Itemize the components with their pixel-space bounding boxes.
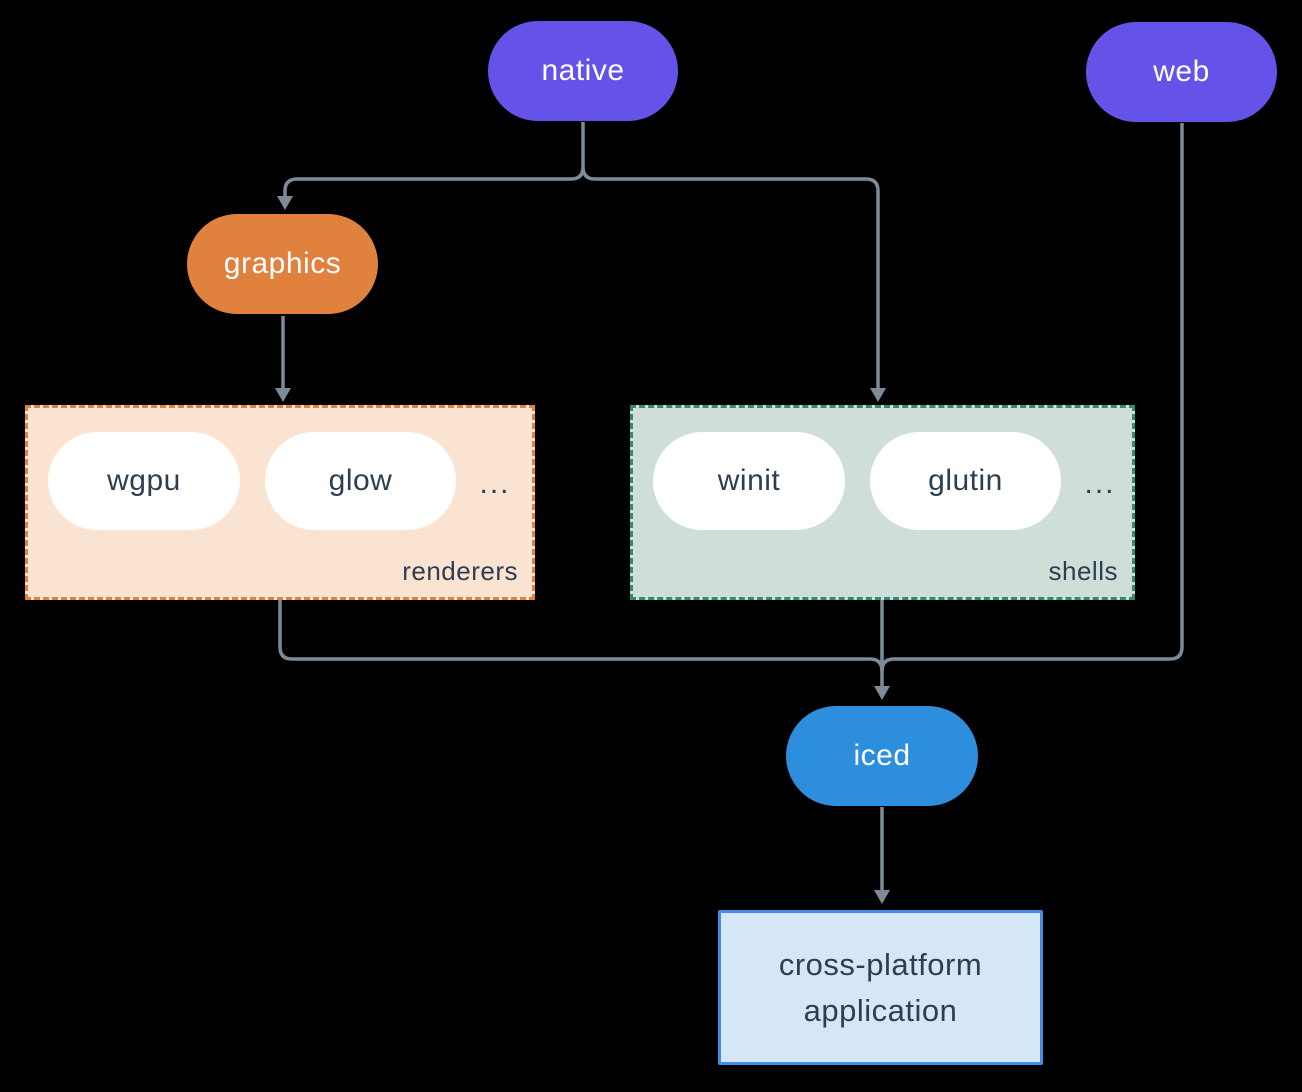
app-label-line2: application (803, 992, 958, 1028)
edge-native-shells (581, 166, 880, 388)
shells-ellipsis: ... (1084, 467, 1116, 500)
arrowhead-into-iced (874, 686, 890, 700)
node-web: web (1086, 22, 1277, 122)
node-cross-platform-application: cross-platform application (718, 910, 1043, 1065)
node-iced: iced (786, 706, 978, 806)
app-label-line1: cross-platform (778, 946, 983, 982)
group-shells: winit glutin ... shells (630, 405, 1135, 600)
node-graphics-label: graphics (223, 247, 342, 280)
node-graphics: graphics (187, 214, 378, 314)
arrowhead-into-graphics (277, 196, 293, 210)
node-glutin-label: glutin (928, 464, 1003, 497)
group-renderers: wgpu glow ... renderers (25, 405, 535, 600)
edge-native-graphics (283, 166, 585, 197)
node-winit: winit (653, 432, 845, 530)
node-wgpu: wgpu (48, 432, 240, 530)
renderers-group-label: renderers (402, 556, 518, 586)
arrowhead-into-renderers (275, 388, 291, 402)
node-wgpu-label: wgpu (107, 464, 181, 497)
node-native-label: native (541, 54, 625, 87)
node-glutin: glutin (870, 432, 1061, 530)
edge-renderers-iced (278, 599, 884, 672)
shells-group-label: shells (1048, 556, 1118, 586)
node-web-label: web (1153, 55, 1210, 88)
node-native: native (488, 21, 678, 121)
node-glow-label: glow (328, 464, 393, 497)
node-winit-label: winit (717, 464, 781, 497)
arrowhead-into-app (874, 890, 890, 904)
node-iced-label: iced (853, 739, 911, 772)
renderers-ellipsis: ... (479, 467, 511, 500)
arrowhead-into-shells (870, 388, 886, 402)
node-glow: glow (265, 432, 456, 530)
